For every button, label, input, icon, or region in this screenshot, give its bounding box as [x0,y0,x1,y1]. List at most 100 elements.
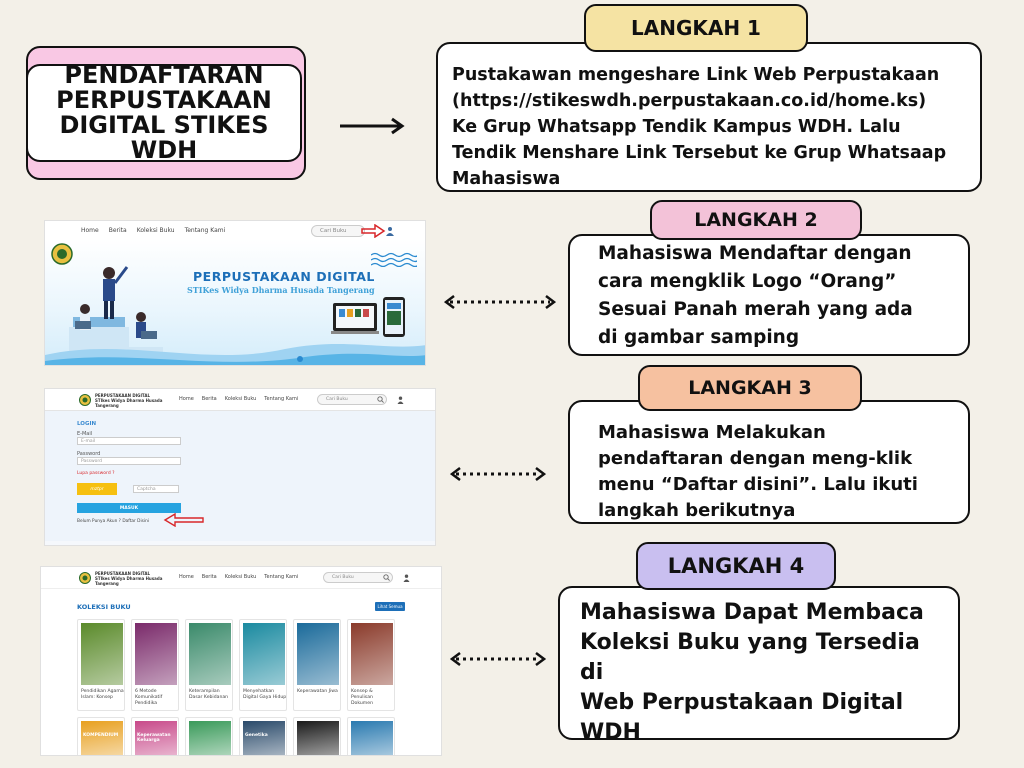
captcha-image: mztpr [77,483,117,495]
double-arrow-icon [450,652,546,666]
site-header: PERPUSTAKAAN DIGITAL STIkes Widya Dharma… [45,389,435,411]
nav-tentang[interactable]: Tentang Kami [184,227,226,234]
step-4-label: LANGKAH 4 [636,542,836,590]
book-card[interactable]: Menyehatkan Digital Gaya Hidup [239,619,287,711]
book-title[interactable]: Keterampilan Dasar Kebidanan [189,689,229,700]
login-heading: LOGIN [77,421,97,427]
search-icon[interactable] [377,396,384,403]
book-cover[interactable] [81,623,123,685]
step-2-text: Mahasiswa Mendaftar dengan cara mengklik… [598,243,913,348]
book-card[interactable]: Konsep & Penulisan Dokumen [347,619,395,711]
book-cover[interactable] [297,623,339,685]
register-link[interactable]: Belum Punya Akun ? Daftar Disini [77,519,149,524]
book-cover[interactable]: Keperawatan Keluarga [135,721,177,755]
nav-berita[interactable]: Berita [201,396,217,402]
book-card[interactable]: 6 Metode Komunikatif Pendidika [131,619,179,711]
login-panel: LOGIN E-Mail E-mail Password Password Lu… [45,411,435,541]
book-cover[interactable]: Genetika [243,721,285,755]
book-title[interactable]: Pendidikan Agama Islam: Konsep [81,689,124,700]
site-header: PERPUSTAKAAN DIGITAL STIkes Widya Dharma… [41,567,441,589]
book-card[interactable]: Pendidikan Agama Islam: Konsep [77,619,125,711]
nav-home[interactable]: Home [81,227,99,234]
book-cover[interactable] [243,623,285,685]
collection-heading: KOLEKSI BUKU [77,603,131,611]
book-card[interactable]: Keperawatan Keluarga [131,717,179,755]
book-cover[interactable]: KOMPENDIUM [81,721,123,755]
book-cover[interactable] [351,623,393,685]
captcha-field[interactable]: Captcha [133,485,179,493]
banner-wave [45,343,425,365]
login-button[interactable]: MASUK [77,503,181,513]
book-card[interactable] [293,717,341,755]
search-input[interactable]: Cari Buku [323,572,393,583]
double-arrow-icon [450,467,546,481]
brand-line-3: Tangerang [95,403,119,408]
search-icon[interactable] [383,574,390,581]
password-label: Password [77,451,101,457]
book-title[interactable]: Menyehatkan Digital Gaya Hidup [243,689,287,700]
book-card[interactable] [185,717,233,755]
user-icon[interactable] [385,226,395,236]
red-arrow-icon [361,224,386,238]
nav-berita[interactable]: Berita [201,574,217,580]
screenshot-login: PERPUSTAKAAN DIGITAL STIkes Widya Dharma… [44,388,436,546]
title-card: PENDAFTARAN PERPUSTAKAAN DIGITAL STIKES … [26,61,302,164]
nav-koleksi[interactable]: Koleksi Buku [224,574,257,580]
book-cover-text: Genetika [245,733,268,738]
laptop-phone-icon [331,297,405,337]
password-field[interactable]: Password [77,457,181,465]
screenshot-home: Home Berita Koleksi Buku Tentang Kami Ca… [44,220,426,366]
step-1-text: Pustakawan mengeshare Link Web Perpustak… [452,65,947,189]
nav-home[interactable]: Home [179,574,194,580]
book-title[interactable]: 6 Metode Komunikatif Pendidika [135,689,163,706]
search-input[interactable]: Cari Buku [311,225,365,237]
book-cover[interactable] [135,623,177,685]
book-cover-text: Keperawatan Keluarga [137,733,171,743]
book-card[interactable] [347,717,395,755]
user-icon[interactable] [397,396,404,404]
nav-tentang[interactable]: Tentang Kami [264,574,299,580]
nav-berita[interactable]: Berita [108,227,127,234]
book-title[interactable]: Konsep & Penulisan Dokumen [351,689,373,706]
book-cover[interactable] [297,721,339,755]
double-arrow-icon [444,295,556,309]
book-card[interactable]: KOMPENDIUM [77,717,125,755]
book-card[interactable]: Genetika [239,717,287,755]
page-title: PENDAFTARAN PERPUSTAKAAN DIGITAL STIKES … [56,61,272,164]
nav-koleksi[interactable]: Koleksi Buku [136,227,175,234]
email-field[interactable]: E-mail [77,437,181,445]
nav-koleksi[interactable]: Koleksi Buku [224,396,257,402]
carousel-dot[interactable] [297,356,303,362]
campus-logo-icon [51,243,73,265]
site-nav: Home Berita Koleksi Buku Tentang Kami [179,574,298,580]
step-3-box: Mahasiswa Melakukan pendaftaran dengan m… [568,400,970,524]
campus-logo-icon [79,394,91,406]
book-cover-text: KOMPENDIUM [83,733,119,738]
site-nav: Home Berita Koleksi Buku Tentang Kami [81,227,225,234]
banner-subtitle: STIKes Widya Dharma Husada Tangerang [187,285,375,295]
user-icon[interactable] [403,574,410,582]
book-title[interactable]: Keperawatan Jiwa [297,689,338,694]
forgot-password-link[interactable]: Lupa password ? [77,471,115,476]
banner-title: PERPUSTAKAAN DIGITAL [193,269,375,284]
brand-line-2: STIkes Widya Dharma Husada [95,398,163,403]
screenshot-collection: PERPUSTAKAAN DIGITAL STIkes Widya Dharma… [40,566,442,756]
step-3-text: Mahasiswa Melakukan pendaftaran dengan m… [598,422,918,521]
view-all-button[interactable]: Lihat Semua [375,602,405,611]
hero-banner: PERPUSTAKAAN DIGITAL STIKes Widya Dharma… [45,239,425,365]
book-card[interactable]: Keperawatan Jiwa [293,619,341,711]
book-cover[interactable] [351,721,393,755]
book-cover[interactable] [189,721,231,755]
book-card[interactable]: Keterampilan Dasar Kebidanan [185,619,233,711]
email-label: E-Mail [77,431,93,437]
step-2-label: LANGKAH 2 [650,200,862,240]
step-1-box: Pustakawan mengeshare Link Web Perpustak… [436,42,982,192]
red-arrow-icon [163,513,204,527]
book-cover[interactable] [189,623,231,685]
nav-home[interactable]: Home [179,396,194,402]
site-nav: Home Berita Koleksi Buku Tentang Kami [179,396,298,402]
nav-tentang[interactable]: Tentang Kami [264,396,299,402]
search-input[interactable]: Cari Buku [317,394,387,405]
wave-decoration-icon [371,252,417,267]
brand-text: PERPUSTAKAAN DIGITAL STIkes Widya Dharma… [95,393,162,408]
